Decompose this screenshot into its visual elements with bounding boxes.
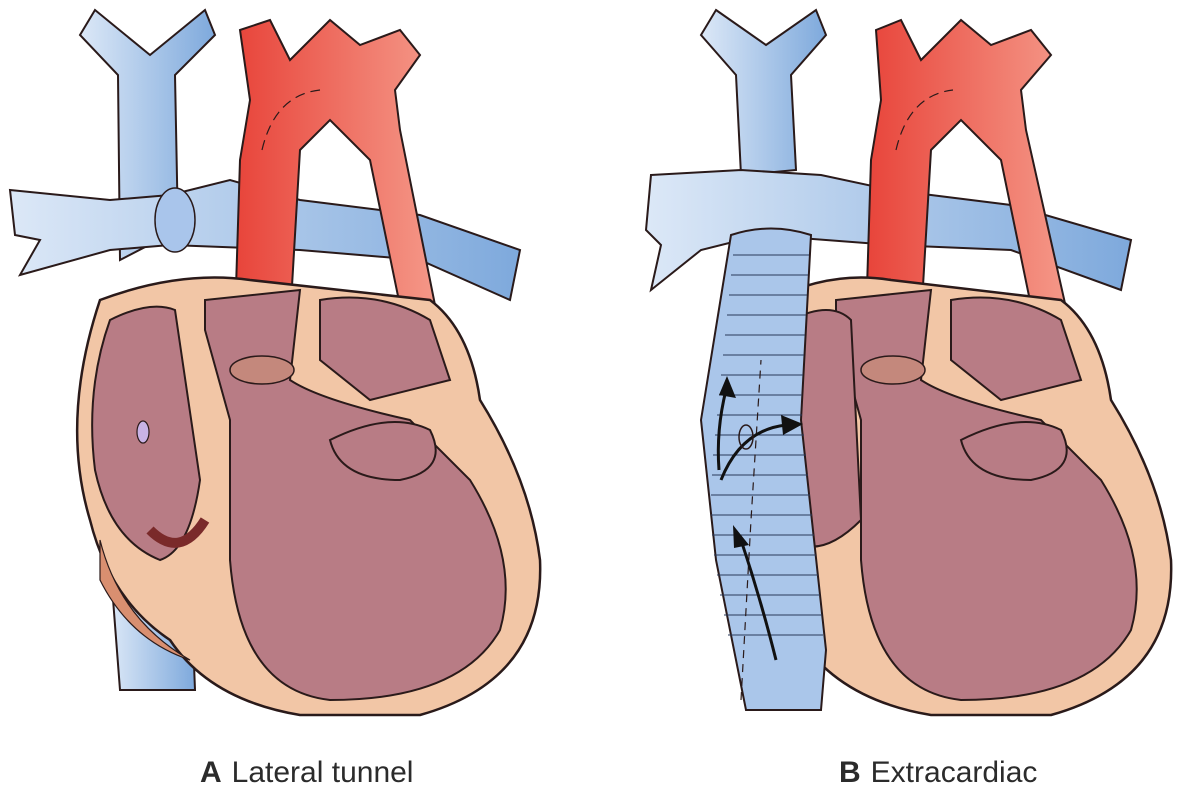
panel-label: Extracardiac bbox=[871, 756, 1038, 789]
panel-letter: A bbox=[200, 756, 222, 789]
caption-b: B Extracardiac bbox=[839, 756, 1037, 790]
panel-letter: B bbox=[839, 756, 861, 789]
caption-a: A Lateral tunnel bbox=[200, 756, 413, 790]
extracardiac-illustration bbox=[591, 0, 1182, 740]
lateral-tunnel-illustration bbox=[0, 0, 591, 740]
panel-lateral-tunnel: A Lateral tunnel bbox=[0, 0, 591, 805]
panel-label: Lateral tunnel bbox=[232, 756, 414, 789]
aortic-valve bbox=[230, 356, 294, 384]
fenestration bbox=[137, 421, 149, 443]
aortic-valve bbox=[861, 356, 925, 384]
superior-vena-cava bbox=[701, 10, 826, 175]
panel-extracardiac: B Extracardiac bbox=[591, 0, 1182, 805]
